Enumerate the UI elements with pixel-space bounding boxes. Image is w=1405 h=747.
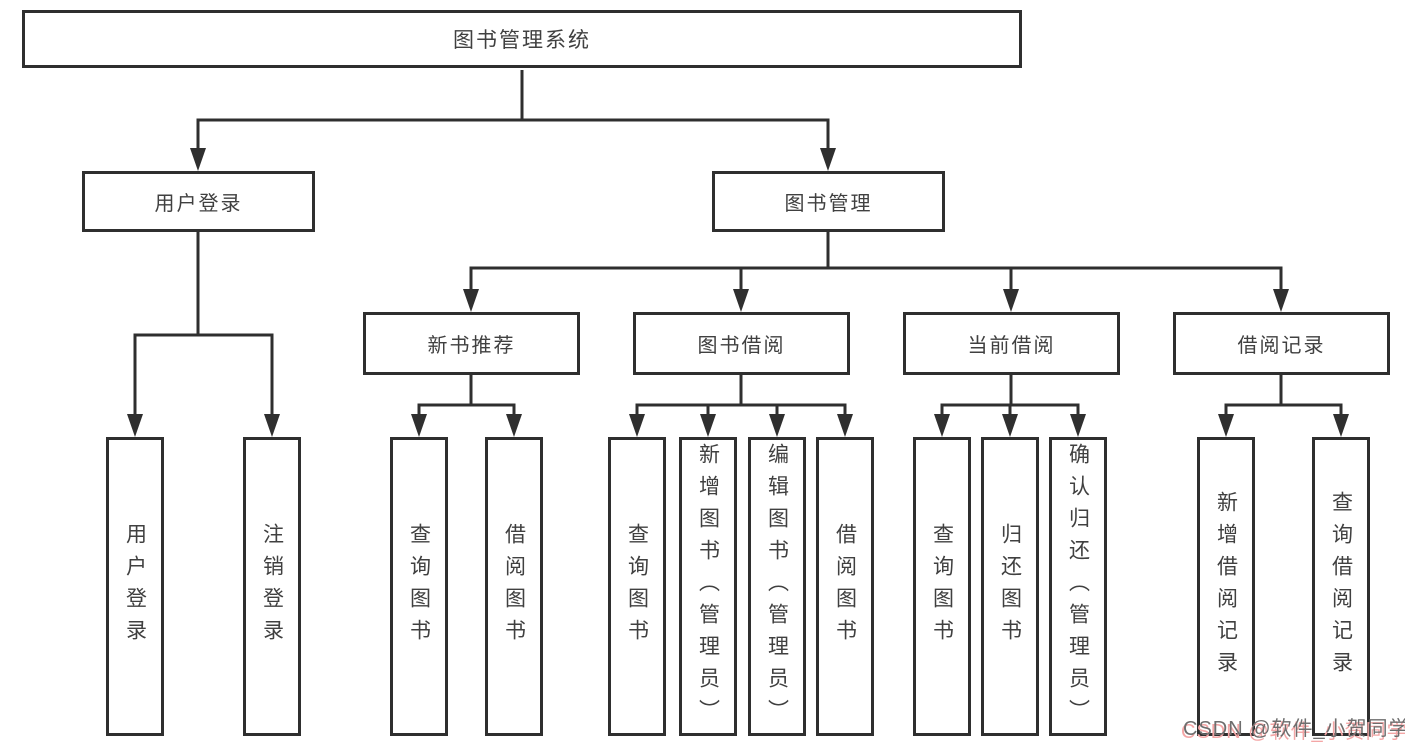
arrowhead [463, 289, 479, 312]
edge-level2-split [196, 118, 830, 152]
leaf-edit-books-admin: 编辑图书（管理员） [748, 437, 806, 736]
arrowhead [190, 148, 206, 171]
arrowhead [127, 414, 143, 437]
node-borrow-records: 借阅记录 [1173, 312, 1390, 375]
leaf-add-borrow-record: 新增借阅记录 [1197, 437, 1255, 736]
node-root-library-system: 图书管理系统 [22, 10, 1022, 68]
edge-userlogin-split [133, 333, 274, 415]
arrowhead [934, 414, 950, 437]
leaf-query-books-current: 查询图书 [913, 437, 971, 736]
arrowhead [733, 289, 749, 312]
leaf-add-books-admin: 新增图书（管理员） [679, 437, 737, 736]
arrowhead [837, 414, 853, 437]
arrowheads [127, 148, 1349, 437]
node-book-borrow: 图书借阅 [633, 312, 850, 375]
arrowhead [1218, 414, 1234, 437]
leaf-query-borrow-record: 查询借阅记录 [1312, 437, 1370, 736]
node-new-book-recommend: 新书推荐 [363, 312, 580, 375]
arrowhead [506, 414, 522, 437]
arrowhead [264, 414, 280, 437]
arrowhead [1002, 414, 1018, 437]
edge-borrow-split [635, 403, 847, 415]
leaf-borrow-books: 借阅图书 [816, 437, 874, 736]
arrowhead [1003, 289, 1019, 312]
arrowhead [769, 414, 785, 437]
node-book-management: 图书管理 [712, 171, 945, 232]
leaf-query-books-borrow: 查询图书 [608, 437, 666, 736]
edge-newbook-split [417, 403, 516, 415]
arrowhead [1333, 414, 1349, 437]
edge-level3-split [469, 266, 1283, 290]
csdn-watermark: CSDN @软件_小贺同学 [1183, 718, 1405, 740]
edge-records-split [1224, 403, 1343, 415]
node-user-login: 用户登录 [82, 171, 315, 232]
arrowhead [1070, 414, 1086, 437]
arrowhead [1273, 289, 1289, 312]
leaf-user-login: 用户登录 [106, 437, 164, 736]
node-current-borrow: 当前借阅 [903, 312, 1120, 375]
leaf-borrow-books-recommend: 借阅图书 [485, 437, 543, 736]
arrowhead [700, 414, 716, 437]
leaf-confirm-return-admin: 确认归还（管理员） [1049, 437, 1107, 736]
arrowhead [820, 148, 836, 171]
arrowhead [629, 414, 645, 437]
tree-edges [133, 70, 1343, 415]
leaf-query-books-recommend: 查询图书 [390, 437, 448, 736]
leaf-return-books: 归还图书 [981, 437, 1039, 736]
leaf-logout: 注销登录 [243, 437, 301, 736]
arrowhead [411, 414, 427, 437]
